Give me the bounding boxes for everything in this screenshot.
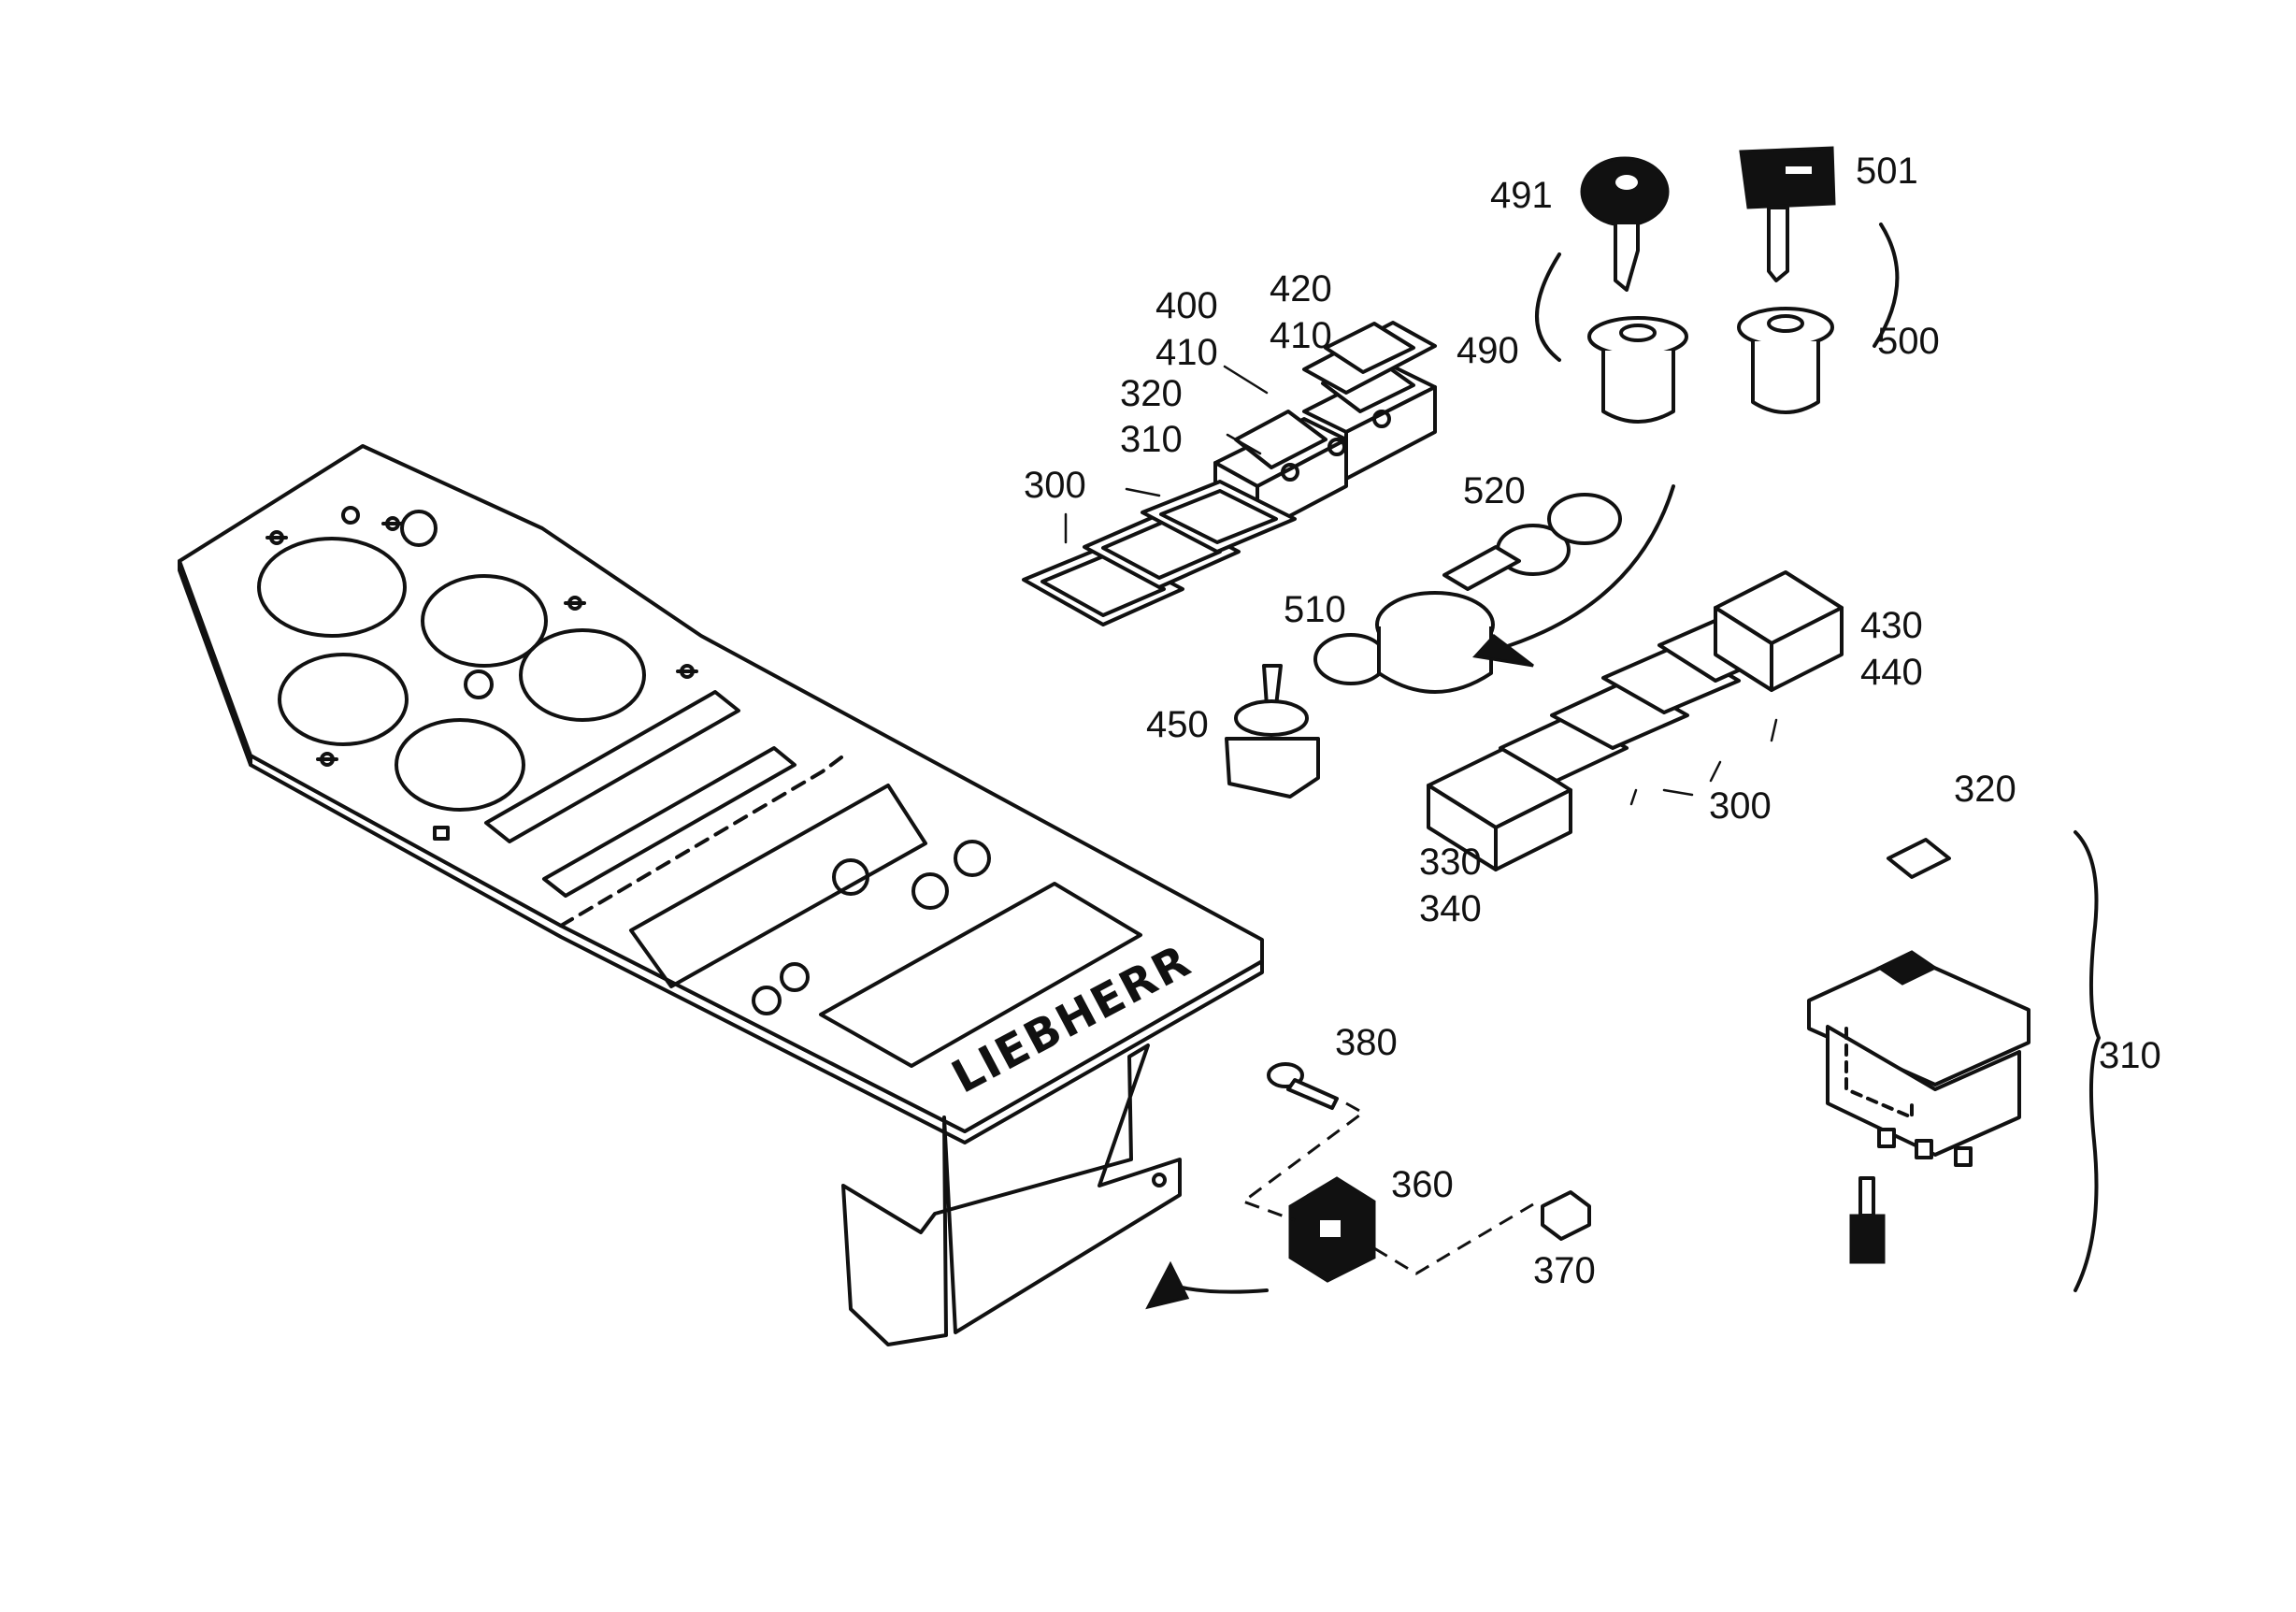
label-500: 500	[1877, 321, 1940, 362]
label-420: 420	[1270, 268, 1332, 309]
gauge-hole-5	[395, 718, 525, 812]
label-410-left: 410	[1155, 332, 1218, 373]
rocker-switch-430	[1714, 570, 1844, 692]
label-340: 340	[1419, 888, 1482, 929]
label-320-right: 320	[1954, 769, 2016, 810]
panel-top-face	[178, 444, 1264, 1133]
lens-frames-top	[1022, 480, 1297, 626]
gauge-hole-2	[421, 574, 548, 668]
toggle-switch-450	[1225, 664, 1320, 799]
gauge-hole-4	[519, 628, 646, 722]
rocker-switch-310	[1807, 950, 2031, 1167]
label-520: 520	[1463, 470, 1526, 511]
bulb	[1849, 1176, 1886, 1264]
lock-490	[1587, 316, 1688, 424]
lock-500	[1737, 307, 1834, 414]
cap-520	[1496, 493, 1622, 576]
switch-360	[1288, 1176, 1376, 1283]
label-310-right: 310	[2099, 1035, 2161, 1076]
label-360: 360	[1391, 1164, 1454, 1205]
label-491: 491	[1490, 175, 1553, 216]
label-501: 501	[1856, 151, 1918, 192]
label-330: 330	[1419, 842, 1482, 883]
gauge-hole-3	[278, 653, 409, 746]
key-switch	[1375, 545, 1521, 694]
gauge-hole-1	[257, 537, 407, 638]
label-310-top: 310	[1120, 419, 1183, 460]
label-430: 430	[1860, 605, 1923, 646]
label-380: 380	[1335, 1022, 1398, 1063]
switch-cutout-1	[484, 690, 740, 843]
label-490: 490	[1457, 330, 1519, 371]
label-370: 370	[1533, 1250, 1596, 1291]
rocker-cap-320	[1887, 838, 1951, 879]
mounting-bracket	[841, 1043, 1182, 1346]
screw-380	[1267, 1062, 1339, 1110]
label-510: 510	[1284, 589, 1346, 630]
nut-370	[1541, 1190, 1591, 1241]
key-501	[1739, 146, 1836, 282]
label-300-top: 300	[1024, 465, 1086, 506]
label-410-right: 410	[1270, 315, 1332, 356]
display-cutout-1	[629, 784, 927, 988]
warning-symbols	[265, 516, 698, 841]
label-440: 440	[1860, 652, 1923, 693]
display-cutout-2	[819, 882, 1142, 1068]
switch-cutout-2	[542, 746, 796, 898]
label-320-top: 320	[1120, 373, 1183, 414]
label-300-bottom: 300	[1709, 785, 1772, 827]
label-400: 400	[1155, 285, 1218, 326]
brace-310	[2074, 830, 2101, 1292]
label-450: 450	[1146, 704, 1209, 745]
key-491	[1580, 156, 1670, 292]
cap-510	[1313, 633, 1388, 685]
dashboard-panel: LIEBHERR	[178, 444, 1264, 1346]
